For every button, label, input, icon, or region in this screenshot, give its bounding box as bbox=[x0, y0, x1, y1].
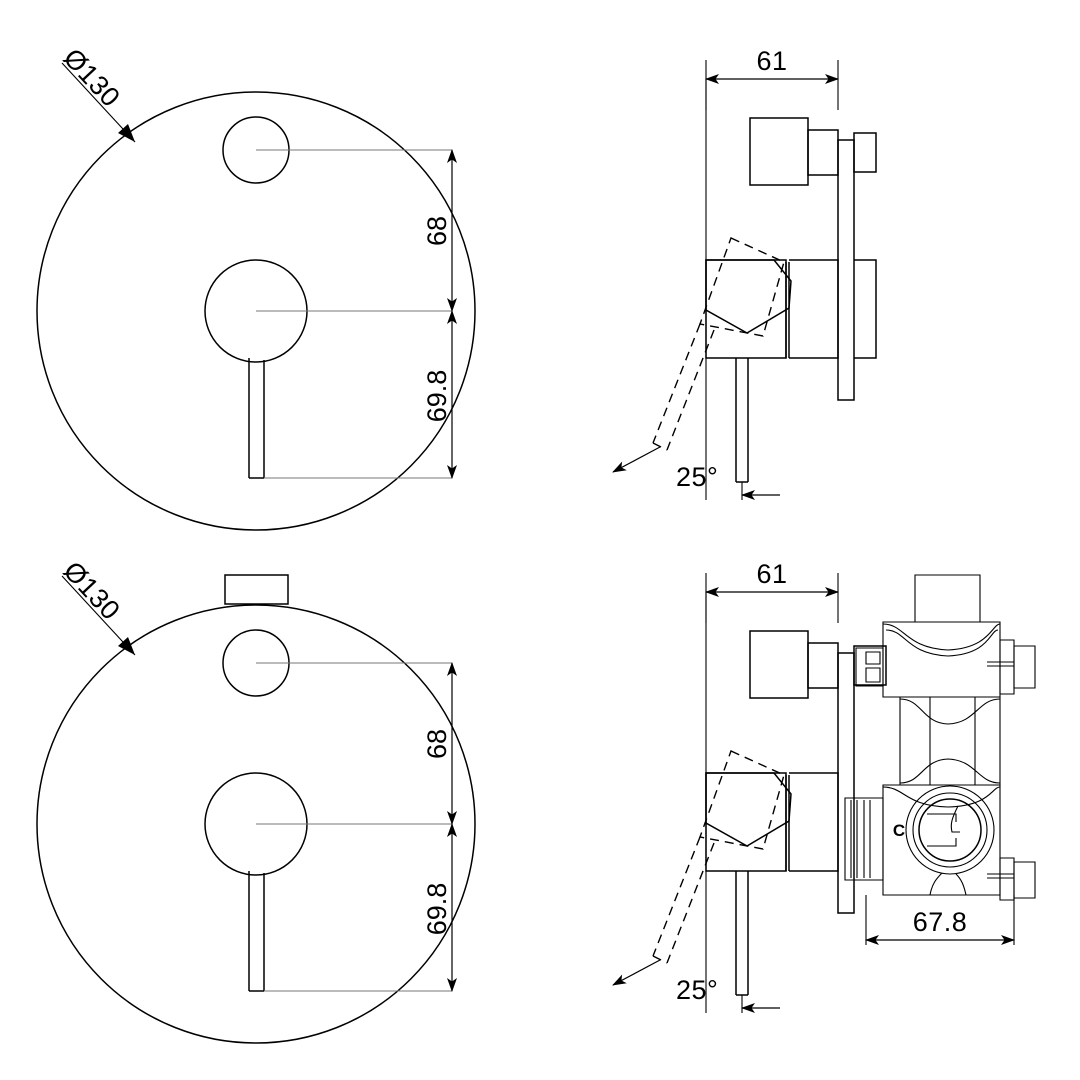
diverter-knob-neck bbox=[807, 129, 839, 176]
lever-hub-tilted-dashed-2 bbox=[699, 750, 785, 850]
mixer-rear-boss bbox=[854, 259, 877, 359]
angle-leader-left-2 bbox=[612, 959, 661, 986]
escutcheon-plate-circle-2 bbox=[36, 604, 476, 1044]
wall-plate-profile-2 bbox=[837, 652, 855, 914]
lever-arm-tilted-right-dashed-2 bbox=[666, 842, 715, 964]
valve-lug-lower bbox=[999, 857, 1015, 901]
diameter-leader-arrow-2 bbox=[118, 637, 135, 655]
diverter-spindle-2 bbox=[853, 645, 887, 686]
view-front-plain: 68 69.8 Ø130 bbox=[36, 43, 476, 531]
dim-698-label: 69.8 bbox=[422, 370, 452, 423]
valve-port-outer-ring bbox=[905, 785, 995, 875]
mixer-collar-2 bbox=[789, 772, 839, 872]
wall-plate-profile bbox=[837, 139, 855, 401]
valve-port-key-a bbox=[927, 813, 957, 822]
valve-top-fillet-inner bbox=[885, 629, 999, 657]
dim-25deg-label-2: 25° bbox=[676, 975, 718, 1005]
dim-68-label: 68 bbox=[422, 216, 452, 246]
view-front-with-tab: 68 69.8 Ø130 bbox=[36, 556, 476, 1044]
valve-port-blend-left bbox=[929, 872, 943, 896]
valve-lower-fillet bbox=[882, 786, 1001, 808]
valve-screw-head-upper bbox=[1013, 645, 1036, 689]
valve-mid-fillet-top bbox=[899, 698, 1001, 725]
diverter-knob-body bbox=[749, 117, 809, 186]
view-side-plain: 61 bbox=[612, 46, 877, 500]
mixer-body-rect-2 bbox=[705, 772, 787, 872]
angle-leader-left bbox=[612, 446, 661, 473]
cold-port-mark: C bbox=[893, 821, 905, 840]
diameter-130-label: Ø130 bbox=[58, 43, 126, 113]
dim-698-label-2: 69.8 bbox=[422, 883, 452, 936]
valve-port-blend-right bbox=[955, 873, 967, 896]
mixer-collar bbox=[789, 259, 839, 359]
valve-port-key-b bbox=[927, 838, 957, 847]
lever-hub-solid bbox=[705, 259, 792, 334]
dim-61-label: 61 bbox=[756, 46, 787, 76]
valve-top-fillet-outer bbox=[882, 623, 1001, 651]
valve-port-inner-ring bbox=[918, 798, 982, 862]
lever-arm-tilted-right-dashed bbox=[666, 329, 715, 451]
lever-arm-tilted-tip-dashed bbox=[652, 442, 668, 451]
view-side-with-valve: 61 bbox=[612, 559, 1036, 1013]
diameter-leader-arrow bbox=[118, 124, 135, 142]
lever-arm-tilted-left-dashed bbox=[652, 323, 701, 444]
dim-678-label: 67.8 bbox=[913, 907, 968, 937]
escutcheon-plate-circle bbox=[36, 91, 476, 531]
mixer-body-rect bbox=[705, 259, 787, 359]
diverter-knob-body-2 bbox=[749, 630, 809, 699]
valve-inlet-top-thread-a bbox=[865, 651, 881, 665]
valve-top-block bbox=[882, 621, 1001, 698]
diverter-tab-rect bbox=[224, 574, 289, 605]
valve-cartridge-collar bbox=[844, 797, 884, 881]
valve-lower-block bbox=[882, 784, 1001, 896]
dim-61-label-2: 61 bbox=[756, 559, 787, 589]
diameter-130-label-2: Ø130 bbox=[58, 556, 126, 626]
valve-port-key-c bbox=[950, 805, 960, 833]
dim-68-label-2: 68 bbox=[422, 729, 452, 759]
valve-inlet-top-thread-b bbox=[865, 667, 881, 683]
valve-port-mid-ring bbox=[912, 792, 988, 868]
lever-arm-tilted-tip-dashed-2 bbox=[652, 955, 668, 964]
dim-25deg-label: 25° bbox=[676, 462, 718, 492]
valve-top-riser bbox=[914, 574, 981, 623]
valve-screw-head-lower bbox=[1013, 861, 1036, 899]
valve-body-assembly: C bbox=[844, 574, 1036, 901]
valve-mid-fillet-bottom bbox=[899, 758, 1001, 784]
diverter-spindle bbox=[853, 132, 877, 173]
diverter-knob-neck-2 bbox=[807, 642, 839, 689]
valve-inlet-top-nipple bbox=[855, 647, 884, 687]
valve-mid-barrel bbox=[899, 696, 1001, 786]
valve-lug-upper bbox=[999, 639, 1015, 695]
lever-hub-solid-2 bbox=[705, 772, 792, 847]
lever-hub-tilted-dashed bbox=[699, 237, 785, 337]
lever-arm-tilted-left-dashed-2 bbox=[652, 836, 701, 957]
